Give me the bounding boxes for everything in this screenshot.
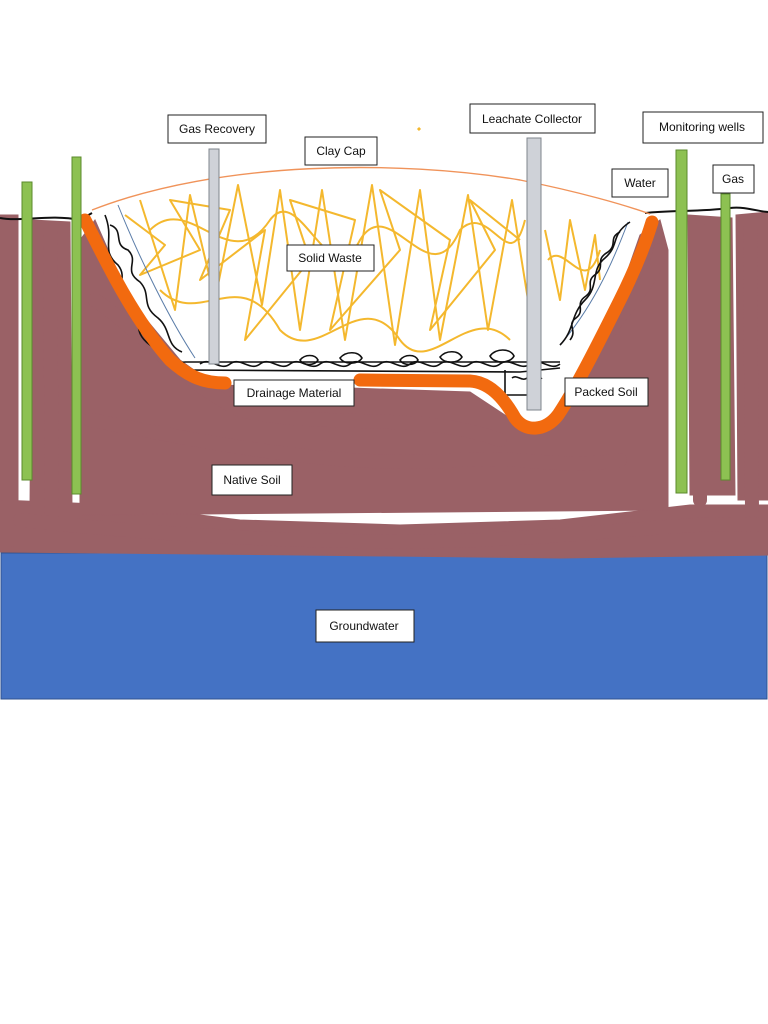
label-native-soil-text: Native Soil bbox=[223, 473, 280, 487]
label-water: Water bbox=[611, 168, 669, 198]
label-packed-soil-text: Packed Soil bbox=[574, 385, 637, 399]
monitoring-well-right-gas bbox=[720, 193, 731, 481]
drainage-material-scribble bbox=[104, 214, 631, 396]
label-clay-cap-text: Clay Cap bbox=[316, 144, 366, 158]
label-gas: Gas bbox=[712, 164, 755, 194]
label-monitoring-wells-text: Monitoring wells bbox=[659, 120, 745, 134]
label-gas-recovery-text: Gas Recovery bbox=[179, 122, 255, 136]
label-drainage-material: Drainage Material bbox=[233, 379, 355, 407]
ground-surface-line-right bbox=[644, 206, 768, 214]
label-native-soil: Native Soil bbox=[211, 464, 293, 496]
liner-inner-edge-right bbox=[559, 221, 629, 346]
label-solid-waste: Solid Waste bbox=[286, 244, 375, 272]
label-drainage-material-text: Drainage Material bbox=[247, 386, 342, 400]
label-groundwater: Groundwater bbox=[315, 609, 415, 643]
liner-inner-edge bbox=[117, 204, 196, 359]
label-gas-text: Gas bbox=[722, 172, 744, 186]
label-leachate-collector-text: Leachate Collector bbox=[482, 112, 582, 126]
stray-mark bbox=[416, 126, 422, 132]
label-groundwater-text: Groundwater bbox=[329, 619, 398, 633]
monitoring-well-left-inner bbox=[71, 156, 82, 495]
gas-recovery-pipe bbox=[208, 148, 220, 365]
label-packed-soil: Packed Soil bbox=[564, 377, 649, 407]
leachate-collector-pipe bbox=[526, 137, 542, 411]
label-leachate-collector: Leachate Collector bbox=[469, 103, 596, 134]
packed-soil-liner bbox=[78, 213, 659, 435]
label-monitoring-wells: Monitoring wells bbox=[642, 111, 764, 144]
native-soil-texture bbox=[3, 218, 767, 549]
monitoring-well-left-outer bbox=[21, 181, 33, 481]
label-gas-recovery: Gas Recovery bbox=[167, 114, 267, 144]
label-water-text: Water bbox=[624, 176, 656, 190]
clay-cap-line bbox=[91, 166, 651, 215]
monitoring-well-right-water bbox=[675, 149, 688, 494]
label-solid-waste-text: Solid Waste bbox=[298, 251, 362, 265]
label-clay-cap: Clay Cap bbox=[304, 136, 378, 166]
